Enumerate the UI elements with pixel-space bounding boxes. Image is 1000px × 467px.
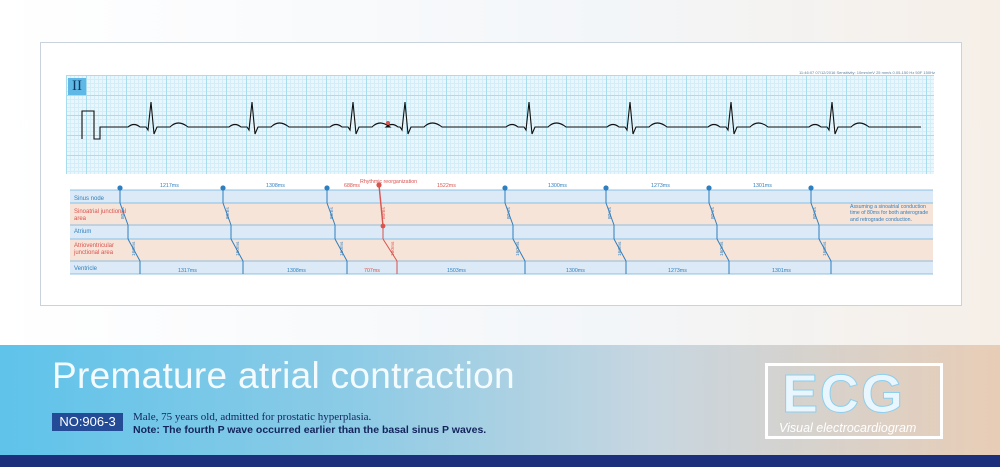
sa-conduction-7 xyxy=(708,202,718,226)
sa-conduction-6 xyxy=(605,202,615,226)
bottom-interval-6: 1273ms xyxy=(668,268,687,274)
sinus-node-dot-7 xyxy=(706,185,712,191)
sa-time-1: 80ms xyxy=(121,207,126,219)
ladder-band-3 xyxy=(70,225,933,239)
ladder-band-1 xyxy=(70,190,933,203)
premature-p-marker xyxy=(386,121,390,125)
bottom-interval-1: 1317ms xyxy=(178,268,197,274)
top-interval-5: 1300ms xyxy=(548,183,567,189)
av-conduction-7 xyxy=(716,238,730,262)
case-description: Male, 75 years old, admitted for prostat… xyxy=(133,411,372,423)
av-conduction-6 xyxy=(613,238,627,262)
ladder-band-2 xyxy=(70,203,933,225)
ecg-grid xyxy=(66,75,934,174)
sa-time-4: 80ms xyxy=(507,207,512,219)
sa-time-premature: 80ms xyxy=(382,207,387,219)
av-conduction-3 xyxy=(334,238,348,262)
page-title: Premature atrial contraction xyxy=(52,355,515,396)
top-interval-2: 1308ms xyxy=(266,183,285,189)
sinus-node-dot-5 xyxy=(502,185,508,191)
sinus-node-dot-premature xyxy=(376,182,382,188)
case-number-badge: NO:906-3 xyxy=(52,413,123,431)
top-interval-4: 1522ms xyxy=(437,183,456,189)
ecg-logo: ECG xyxy=(781,364,906,425)
sa-time-3: 80ms xyxy=(330,207,335,219)
ecg-trace xyxy=(81,101,921,140)
top-interval-3: 688ms xyxy=(344,183,360,189)
av-time-3: 160ms xyxy=(340,241,345,256)
sa-conduction-3 xyxy=(326,202,336,226)
top-interval-1: 1217ms xyxy=(160,183,179,189)
logo-frame xyxy=(765,363,943,439)
row-label-sinus-node: Sinus node xyxy=(74,196,105,202)
bottom-interval-5: 1300ms xyxy=(566,268,585,274)
sa-time-5: 80ms xyxy=(608,207,613,219)
row-label-atrium: Atrium xyxy=(74,229,92,235)
conduction-note: Assuming a sinoatrial conduction time of… xyxy=(850,204,929,223)
av-time-5: 160ms xyxy=(618,241,623,256)
sa-conduction-premature xyxy=(378,184,384,227)
strip-meta: 11:46:07 07/12/2016 Sensitivity: 10mm/mV… xyxy=(799,70,935,75)
sinus-node-dot-6 xyxy=(603,185,609,191)
logo-subtitle: Visual electrocardiogram xyxy=(779,421,917,435)
ecg-waveform xyxy=(81,101,921,140)
av-conduction-4 xyxy=(382,238,398,262)
av-time-1: 160ms xyxy=(132,241,137,256)
av-time-4: 160ms xyxy=(516,241,521,256)
top-interval-7: 1301ms xyxy=(753,183,772,189)
av-conduction-2 xyxy=(230,238,244,262)
row-label-sa-junction: Sinoatrial junctional area xyxy=(74,209,127,222)
sa-conduction-5 xyxy=(504,202,514,226)
av-conduction-8 xyxy=(818,238,832,262)
av-time-2: 160ms xyxy=(236,241,241,256)
row-label-ventricle: Ventricle xyxy=(74,266,98,272)
av-conduction-1 xyxy=(127,238,141,262)
ladder-band-5 xyxy=(70,261,933,274)
bottom-interval-7: 1301ms xyxy=(772,268,791,274)
sinus-node-dot-8 xyxy=(808,185,814,191)
sa-conduction-1 xyxy=(119,202,129,226)
top-interval-6: 1273ms xyxy=(651,183,670,189)
sa-time-2: 80ms xyxy=(226,207,231,219)
bottom-interval-4: 1503ms xyxy=(447,268,466,274)
row-label-av-junction: Atrioventricular junctional area xyxy=(74,243,115,256)
sinus-node-dot-1 xyxy=(117,185,123,191)
sinus-node-dot-2 xyxy=(220,185,226,191)
sa-conduction-8 xyxy=(810,202,820,226)
case-note: Note: The fourth P wave occurred earlier… xyxy=(133,424,487,436)
rhythm-annotation: Rhythmic reorganization xyxy=(360,179,418,185)
bottom-bar xyxy=(0,455,1000,467)
lead-label: II xyxy=(68,78,86,95)
sa-time-6: 80ms xyxy=(711,207,716,219)
av-time-6: 160ms xyxy=(720,241,725,256)
ladder-band-4 xyxy=(70,239,933,261)
av-time-7: 160ms xyxy=(823,241,828,256)
bottom-interval-3: 707ms xyxy=(364,268,380,274)
sinus-node-dot-3 xyxy=(324,185,330,191)
av-conduction-5 xyxy=(512,238,526,262)
sa-conduction-2 xyxy=(222,202,232,226)
bottom-interval-2: 1308ms xyxy=(287,268,306,274)
av-time-premature: 180ms xyxy=(391,241,396,256)
sa-time-7: 80ms xyxy=(813,207,818,219)
